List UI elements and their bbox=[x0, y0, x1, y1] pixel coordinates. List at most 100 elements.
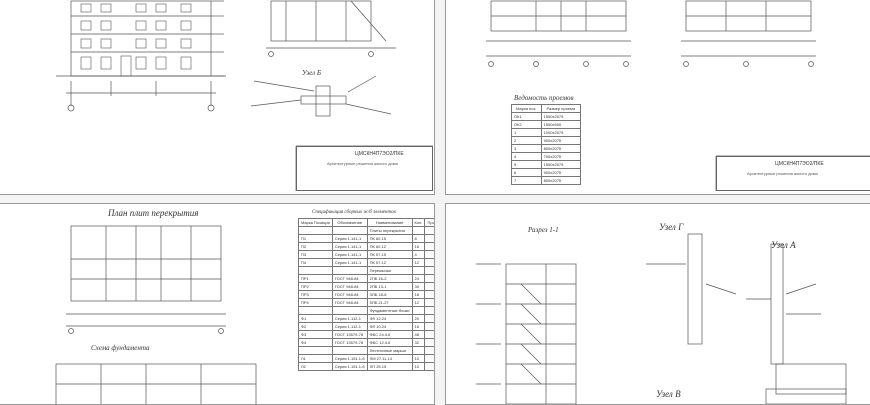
spec-row: Перемычки bbox=[298, 266, 434, 275]
spec-row-cell bbox=[424, 338, 434, 347]
spec-row-cell bbox=[424, 314, 434, 323]
spec-row-cell: ФБС 24.4.6 bbox=[366, 330, 413, 339]
spec-row-cell: Серия 1.141-1 bbox=[331, 258, 368, 267]
spec-row-cell: П1 bbox=[298, 234, 333, 243]
spec-row-cell: ГОСТ 13579-78 bbox=[331, 338, 368, 347]
schedule-header-mark: Марка поз. bbox=[511, 104, 542, 113]
drawing-sheet-top-left: Узел Б ЦМСКН4П7ЭО2/ПКЕ Архитектурные реш… bbox=[0, 0, 435, 195]
spec-row: Фундаментные блоки bbox=[298, 306, 434, 315]
spec-row-cell bbox=[424, 266, 434, 275]
spec-row-cell bbox=[298, 346, 333, 355]
spec-row-cell: ПР1 bbox=[298, 274, 333, 283]
drawing-sheet-bottom-right: Разрез 1-1 Узел Г Узел А Узел В bbox=[445, 203, 870, 405]
spec-row-cell: 5ПБ 21-27 bbox=[366, 298, 413, 307]
spec-row-cell: ПК 57.15 bbox=[366, 250, 413, 259]
spec-row-cell: Л2 bbox=[298, 362, 333, 371]
spec-row-cell bbox=[331, 266, 368, 275]
spec-row-cell: П3 bbox=[298, 250, 333, 259]
spec-row-cell: Фундаментные блоки bbox=[366, 306, 413, 315]
spec-row-cell bbox=[424, 330, 434, 339]
spec-row-cell: 20 bbox=[411, 314, 426, 323]
spec-row-cell: Серия 1.141-1 bbox=[331, 234, 368, 243]
spec-row-cell: ФЛ 12.24 bbox=[366, 314, 413, 323]
spec-row-cell bbox=[424, 346, 434, 355]
spec-header-note: Примеч. bbox=[424, 218, 434, 227]
schedule-row-cell: 900x2075 bbox=[540, 136, 582, 145]
spec-row-cell: ГОСТ 948-84 bbox=[331, 274, 368, 283]
schedule-row-cell: 2 bbox=[511, 136, 542, 145]
spec-row-cell bbox=[411, 226, 426, 235]
schedule-row-cell: 3 bbox=[511, 144, 542, 153]
spec-row-cell bbox=[424, 282, 434, 291]
drawing-sheet-bottom-left: План плит перекрытия Схема фундамента Сп… bbox=[0, 203, 435, 405]
foundation-scheme-title: Схема фундамента bbox=[91, 344, 150, 352]
spec-row-cell bbox=[411, 266, 426, 275]
spec-row-cell bbox=[424, 242, 434, 251]
spec-row-cell: 16 bbox=[411, 322, 426, 331]
spec-header-name: Наименование bbox=[366, 218, 413, 227]
spec-row-cell: ГОСТ 948-84 bbox=[331, 298, 368, 307]
spec-row-cell bbox=[411, 346, 426, 355]
spec-row-cell: ФЛ 10.24 bbox=[366, 322, 413, 331]
schedule-row-cell: 4 bbox=[511, 152, 542, 161]
schedule-row-cell: ОК2 bbox=[511, 120, 542, 129]
spec-row-cell: П2 bbox=[298, 242, 333, 251]
spec-row-cell: ФБС 12.4.6 bbox=[366, 338, 413, 347]
schedule-row-cell: 7 bbox=[511, 176, 542, 185]
spec-row-cell: ПК 60.15 bbox=[366, 234, 413, 243]
node-v-label: Узел В bbox=[656, 389, 681, 399]
spec-row-cell: ПК 57.12 bbox=[366, 258, 413, 267]
detail-label: Узел Б bbox=[302, 69, 321, 77]
spec-row-cell bbox=[424, 258, 434, 267]
schedule-row-cell: 1550x2075 bbox=[540, 112, 582, 121]
spec-row-cell: 32 bbox=[411, 338, 426, 347]
spec-row-cell: Серия 1.141-1 bbox=[331, 242, 368, 251]
precast-elements-spec-table: Марка Позиция Обозначение Наименование К… bbox=[298, 218, 434, 371]
spec-row-cell bbox=[424, 226, 434, 235]
spec-row-cell: ПР3 bbox=[298, 290, 333, 299]
schedule-row-cell: 1000x2075 bbox=[540, 128, 582, 137]
slab-plan-drawing bbox=[55, 225, 257, 404]
spec-row-cell: 4 bbox=[411, 250, 426, 259]
title-block-description: Архитектурные решения жилого дома bbox=[747, 171, 818, 176]
spec-row-cell: 24 bbox=[411, 274, 426, 283]
spec-row-cell bbox=[424, 362, 434, 371]
spec-row-cell: ГОСТ 13579-78 bbox=[331, 330, 368, 339]
spec-row-cell: ГОСТ 948-84 bbox=[331, 290, 368, 299]
spec-row-cell bbox=[424, 322, 434, 331]
spec-row-cell bbox=[424, 234, 434, 243]
spec-row: Лестничные марши bbox=[298, 346, 434, 355]
drawing-sheet-top-right: Ведомость проемов Марка поз. Размер прое… bbox=[445, 0, 870, 195]
slab-plan-title: План плит перекрытия bbox=[108, 208, 199, 218]
spec-row-cell: Плиты перекрытия bbox=[366, 226, 413, 235]
spec-row-cell bbox=[424, 298, 434, 307]
schedule-row-cell: ОК1 bbox=[511, 112, 542, 121]
spec-row-cell: ПР4 bbox=[298, 298, 333, 307]
spec-table-title: Спецификация сборных ж/б элементов bbox=[312, 210, 396, 215]
title-block: ЦМСКН4П7ЭО2/ПКЕ Архитектурные решения жи… bbox=[296, 146, 433, 191]
spec-row-cell: ГОСТ 948-84 bbox=[331, 282, 368, 291]
spec-row-cell bbox=[298, 306, 333, 315]
spec-header-designation: Обозначение bbox=[331, 218, 368, 227]
spec-row-cell bbox=[411, 306, 426, 315]
node-a-label: Узел А bbox=[771, 240, 796, 250]
spec-row-cell bbox=[298, 266, 333, 275]
